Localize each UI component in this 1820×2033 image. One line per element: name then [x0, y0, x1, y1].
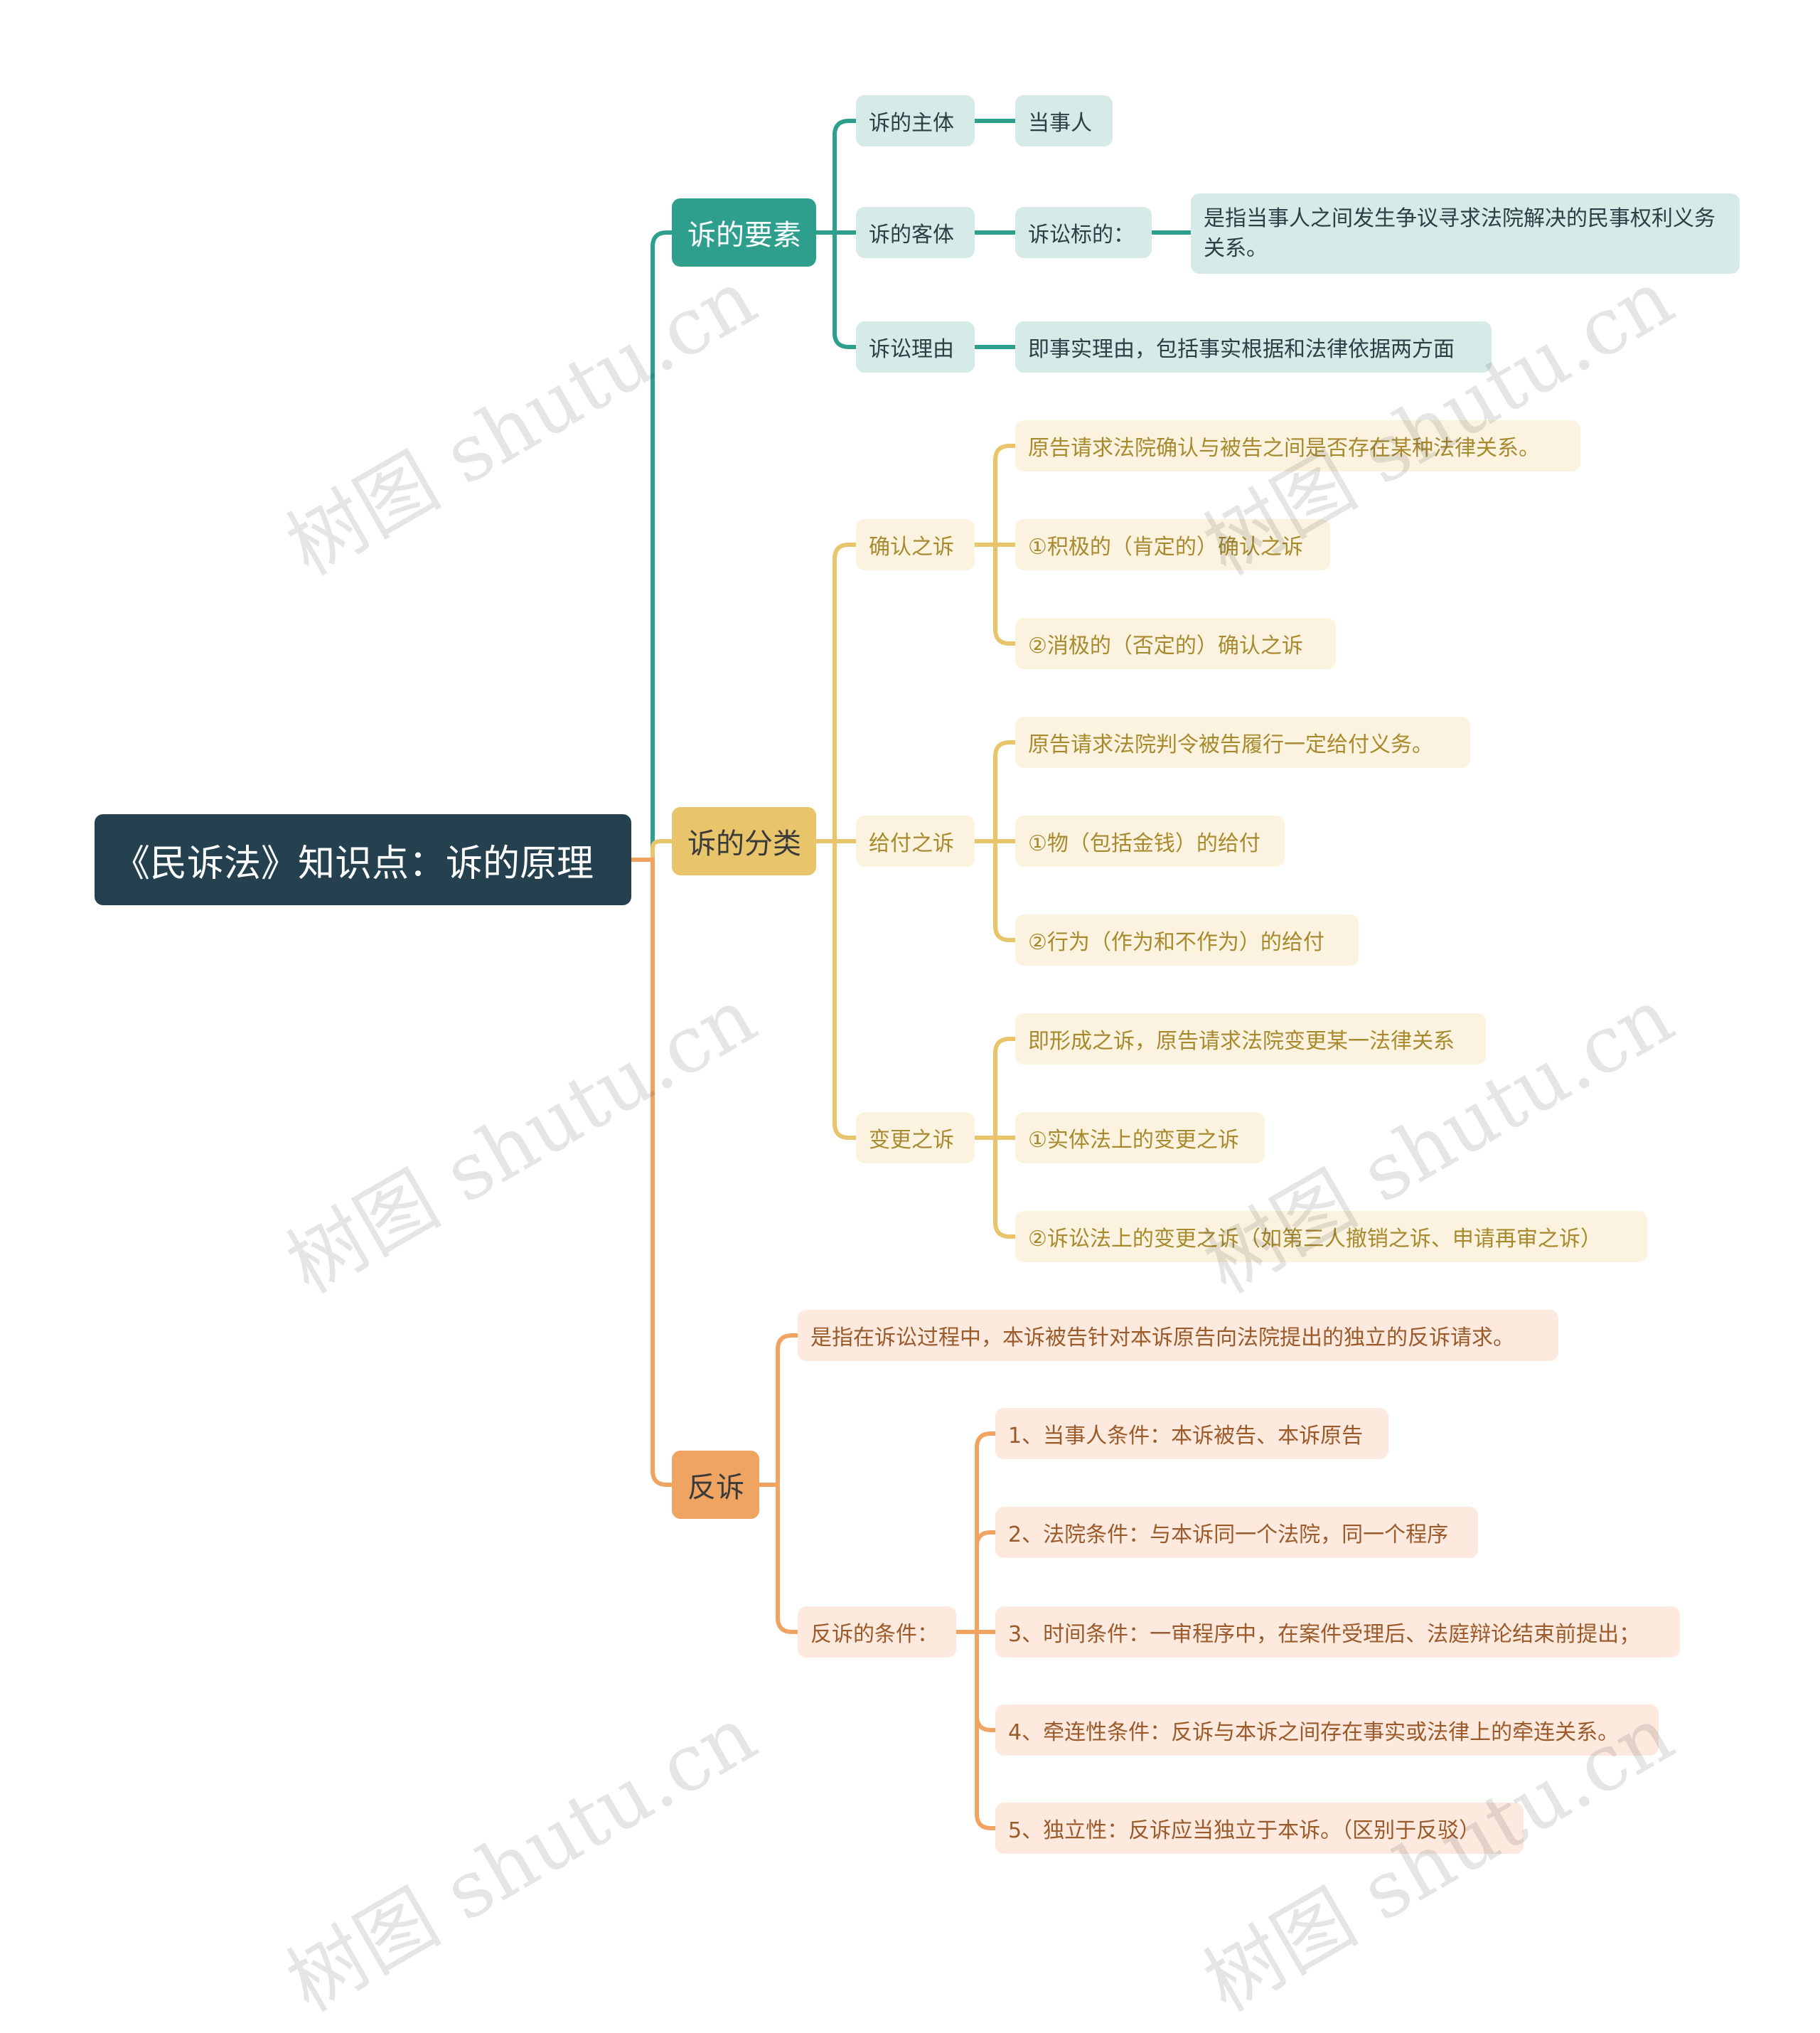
link-payment-items [973, 740, 1017, 942]
confirm-item-3-node[interactable]: ②消极的（否定的）确认之诉 [1015, 618, 1336, 669]
condition-item-1-label: 1、当事人条件：本诉被告、本诉原告 [1008, 1424, 1364, 1448]
elements-object-label-text: 诉讼标的： [1028, 223, 1135, 247]
link-counter-definition [757, 1333, 800, 1487]
change-item-3-label: ②诉讼法上的变更之诉（如第三人撤销之诉、申请再审之诉） [1028, 1227, 1602, 1252]
confirm-item-2-node[interactable]: ①积极的（肯定的）确认之诉 [1015, 519, 1330, 570]
elements-subject-detail-label: 当事人 [1028, 111, 1092, 136]
confirm-item-1-label: 原告请求法院确认与被告之间是否存在某种法律关系。 [1028, 436, 1540, 461]
elements-subject-detail-node[interactable]: 当事人 [1015, 95, 1113, 146]
link-root-classes [629, 839, 674, 862]
payment-item-3-node[interactable]: ②行为（作为和不作为）的给付 [1015, 914, 1359, 966]
counter-definition-label: 是指在诉讼过程中，本诉被告针对本诉原告向法院提出的独立的反诉请求。 [810, 1325, 1514, 1350]
condition-item-3-label: 3、时间条件：一审程序中，在案件受理后、法庭辩论结束前提出； [1008, 1622, 1641, 1647]
condition-item-2-node[interactable]: 2、法院条件：与本诉同一个法院，同一个程序 [995, 1507, 1478, 1558]
branch-counter-label: 反诉 [687, 1471, 744, 1504]
elements-reason-detail-node[interactable]: 即事实理由，包括事实根据和法律依据两方面 [1015, 321, 1492, 373]
condition-item-1-node[interactable]: 1、当事人条件：本诉被告、本诉原告 [995, 1408, 1388, 1459]
classes-payment-label: 给付之诉 [869, 831, 954, 856]
connector-lines [629, 119, 1193, 1830]
mind-map: 《民诉法》知识点：诉的原理 诉的要素 诉的分类 反诉 诉的主体 当事人 诉的客体… [95, 95, 1740, 2029]
condition-item-4-label: 4、牵连性条件：反诉与本诉之间存在事实或法律上的牵连关系。 [1008, 1720, 1620, 1745]
counter-conditions-label: 反诉的条件： [810, 1622, 938, 1647]
change-item-1-label: 即形成之诉，原告请求法院变更某一法律关系 [1028, 1029, 1455, 1054]
link-counter-conditions [776, 1483, 800, 1634]
change-item-2-node[interactable]: ①实体法上的变更之诉 [1015, 1112, 1265, 1163]
link-conditions-items [954, 1431, 997, 1830]
elements-object-label: 诉的客体 [869, 223, 954, 247]
elements-subject-label: 诉的主体 [869, 111, 954, 136]
classes-change-label: 变更之诉 [869, 1128, 954, 1153]
elements-object-label-node[interactable]: 诉讼标的： [1015, 207, 1152, 258]
classes-confirm-label: 确认之诉 [869, 535, 954, 560]
branch-counter-node[interactable]: 反诉 [672, 1451, 759, 1519]
classes-change-node[interactable]: 变更之诉 [856, 1112, 975, 1163]
link-elements-reason [833, 230, 858, 349]
change-item-2-label: ①实体法上的变更之诉 [1028, 1128, 1239, 1153]
confirm-item-2-label: ①积极的（肯定的）确认之诉 [1028, 535, 1303, 560]
counter-definition-node[interactable]: 是指在诉讼过程中，本诉被告针对本诉原告向法院提出的独立的反诉请求。 [798, 1310, 1558, 1361]
condition-item-4-node[interactable]: 4、牵连性条件：反诉与本诉之间存在事实或法律上的牵连关系。 [995, 1704, 1659, 1756]
elements-object-detail-node[interactable]: 是指当事人之间发生争议寻求法院解决的民事权利义务关系。 [1191, 193, 1740, 274]
condition-item-2-label: 2、法院条件：与本诉同一个法院，同一个程序 [1008, 1522, 1449, 1547]
link-confirm-items [973, 444, 1017, 646]
payment-item-1-label: 原告请求法院判令被告履行一定给付义务。 [1028, 732, 1433, 757]
classes-confirm-node[interactable]: 确认之诉 [856, 519, 975, 570]
payment-item-2-node[interactable]: ①物（包括金钱）的给付 [1015, 816, 1285, 867]
change-item-1-node[interactable]: 即形成之诉，原告请求法院变更某一法律关系 [1015, 1013, 1486, 1064]
condition-item-3-node[interactable]: 3、时间条件：一审程序中，在案件受理后、法庭辩论结束前提出； [995, 1606, 1680, 1658]
link-elements-subject [814, 119, 858, 235]
link-root-counter [629, 858, 674, 1487]
counter-conditions-node[interactable]: 反诉的条件： [798, 1606, 956, 1658]
classes-payment-node[interactable]: 给付之诉 [856, 816, 975, 867]
branch-elements-label: 诉的要素 [687, 219, 801, 252]
branch-classes-label: 诉的分类 [687, 828, 801, 860]
link-change-items [973, 1037, 1017, 1239]
elements-reason-label: 诉讼理由 [869, 337, 954, 362]
elements-subject-node[interactable]: 诉的主体 [856, 95, 975, 146]
branch-classes-node[interactable]: 诉的分类 [672, 807, 816, 875]
elements-object-node[interactable]: 诉的客体 [856, 207, 975, 258]
link-classes-confirm [814, 543, 858, 843]
change-item-3-node[interactable]: ②诉讼法上的变更之诉（如第三人撤销之诉、申请再审之诉） [1015, 1211, 1647, 1262]
elements-reason-detail-label: 即事实理由，包括事实根据和法律依据两方面 [1028, 337, 1455, 362]
condition-item-5-node[interactable]: 5、独立性：反诉应当独立于本诉。（区别于反驳） [995, 1803, 1524, 1854]
elements-object-detail-label: 是指当事人之间发生争议寻求法院解决的民事权利义务关系。 [1204, 206, 1715, 261]
root-label: 《民诉法》知识点：诉的原理 [113, 842, 594, 885]
condition-item-5-label: 5、独立性：反诉应当独立于本诉。（区别于反驳） [1008, 1818, 1481, 1843]
confirm-item-3-label: ②消极的（否定的）确认之诉 [1028, 634, 1303, 658]
root-node[interactable]: 《民诉法》知识点：诉的原理 [95, 814, 631, 905]
link-root-elements [629, 230, 674, 862]
payment-item-2-label: ①物（包括金钱）的给付 [1028, 831, 1260, 856]
elements-reason-node[interactable]: 诉讼理由 [856, 321, 975, 373]
payment-item-3-label: ②行为（作为和不作为）的给付 [1028, 930, 1324, 955]
payment-item-1-node[interactable]: 原告请求法院判令被告履行一定给付义务。 [1015, 717, 1470, 768]
link-classes-change [833, 839, 858, 1140]
confirm-item-1-node[interactable]: 原告请求法院确认与被告之间是否存在某种法律关系。 [1015, 420, 1580, 471]
branch-elements-node[interactable]: 诉的要素 [672, 198, 816, 267]
